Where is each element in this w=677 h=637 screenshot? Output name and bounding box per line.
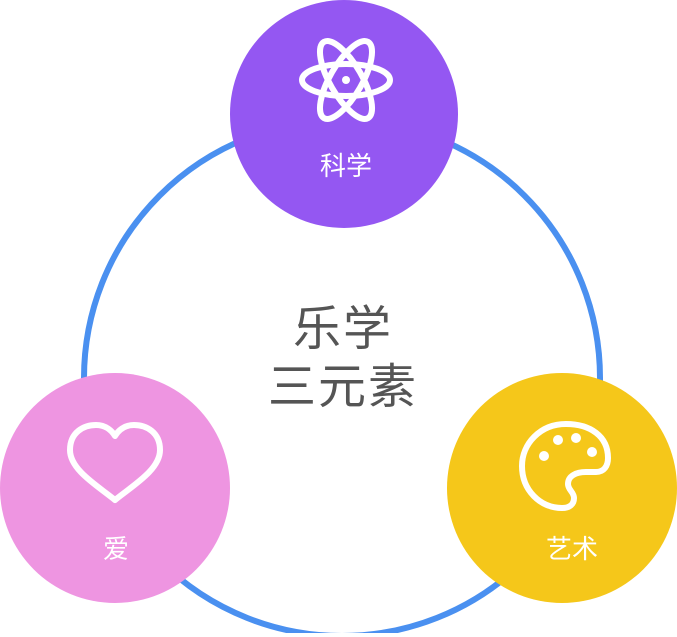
- node-love-label: 爱: [102, 535, 129, 565]
- node-science: [230, 0, 458, 228]
- atom-icon: [299, 38, 393, 122]
- node-love: [0, 373, 230, 603]
- center-title-line2: 三元素: [267, 359, 418, 415]
- node-science-label: 科学: [319, 152, 372, 182]
- palette-icon: [519, 421, 611, 511]
- node-art-label: 艺术: [545, 535, 598, 565]
- node-art: [447, 373, 677, 603]
- center-title: 乐学 三元素: [238, 300, 448, 416]
- heart-icon: [67, 422, 163, 503]
- center-title-line1: 乐学: [292, 301, 393, 357]
